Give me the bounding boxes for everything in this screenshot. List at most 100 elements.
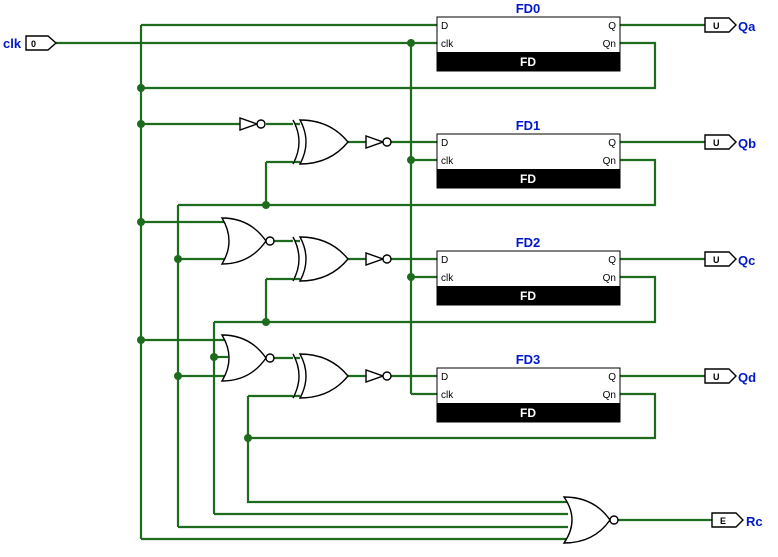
junction-dot: [174, 255, 182, 263]
flipflop-fd1[interactable]: FD FD1 D clk Q Qn: [436, 118, 621, 189]
output-port-shape: [704, 368, 737, 384]
junction-dot: [407, 156, 415, 164]
qa-net-bus: [139, 23, 437, 539]
not-gate-2[interactable]: [365, 135, 392, 149]
nor-gate-body: [220, 334, 267, 382]
output-port-glyph: U: [713, 21, 720, 31]
clk-input-port[interactable]: 0 clk: [3, 35, 58, 51]
not-gate-body: [239, 117, 260, 131]
xor-gate-back-curve: [292, 236, 300, 282]
junction-dot: [137, 218, 145, 226]
not-gate-bubble: [382, 254, 392, 264]
output-port-glyph: U: [713, 255, 720, 265]
nor-gate-1[interactable]: [220, 217, 275, 265]
nor-gate-4input[interactable]: [562, 496, 619, 544]
fd2-pin-q: Q: [608, 255, 616, 266]
nor-gate-body: [220, 217, 267, 265]
not-gate-bubble: [382, 137, 392, 147]
junction-dot: [244, 434, 252, 442]
fd1-pin-clk: clk: [441, 156, 454, 167]
junction-dot: [407, 39, 415, 47]
junction-dot: [137, 336, 145, 344]
nor-gate-bubble: [609, 515, 619, 525]
nor-gate-body: [562, 496, 611, 544]
junction-dot: [174, 372, 182, 380]
output-port-glyph: U: [713, 138, 720, 148]
fd1-name: FD1: [516, 118, 541, 133]
output-port-qc[interactable]: U Qc: [704, 251, 755, 268]
fd2-qn-feedback: [214, 275, 657, 324]
fd3-pin-q: Q: [608, 372, 616, 383]
output-port-qa[interactable]: U Qa: [704, 17, 756, 34]
qd-to-nor4: [246, 438, 568, 504]
fd2-body-label: FD: [520, 289, 536, 303]
flipflop-fd0[interactable]: FD FD0 D clk Q Qn: [436, 1, 621, 72]
clk-branches: [411, 158, 437, 396]
not-gate-bubble: [256, 119, 266, 129]
fd1-body-label: FD: [520, 172, 536, 186]
output-port-shape: [704, 17, 737, 33]
fd2-pin-clk: clk: [441, 273, 454, 284]
not-gate-4[interactable]: [365, 369, 392, 383]
output-port-shape: [711, 512, 744, 528]
xor-gate-body: [298, 353, 349, 399]
fd0-footer: [437, 52, 620, 71]
xor-gate-3[interactable]: [292, 353, 349, 399]
output-port-glyph: U: [713, 372, 720, 382]
not-gate-bubble: [382, 371, 392, 381]
fd3-footer: [437, 403, 620, 422]
fd1-pin-q: Q: [608, 138, 616, 149]
not-gate-body: [365, 252, 386, 266]
fd3-pin-qn: Qn: [603, 390, 616, 401]
flipflop-fd2[interactable]: FD FD2 D clk Q Qn: [436, 235, 621, 306]
junction-dot: [137, 120, 145, 128]
output-port-rc[interactable]: E Rc: [711, 512, 763, 529]
junction-dot: [210, 353, 218, 361]
fd2-pin-d: D: [441, 255, 448, 266]
fd0-pin-d: D: [441, 21, 448, 32]
output-label-qb: Qb: [738, 136, 756, 151]
fd3-pin-clk: clk: [441, 390, 454, 401]
fd0-name: FD0: [516, 1, 541, 16]
fd1-pin-qn: Qn: [603, 156, 616, 167]
fd0-pin-clk: clk: [441, 39, 454, 50]
fd0-body-label: FD: [520, 55, 536, 69]
junction-dot: [262, 318, 270, 326]
output-port-shape: [704, 251, 737, 267]
nor-gate-bubble: [265, 353, 275, 363]
output-port-qb[interactable]: U Qb: [704, 134, 756, 151]
fd3-body-label: FD: [520, 406, 536, 420]
fd3-qn-feedback: [248, 392, 657, 440]
fd1-footer: [437, 169, 620, 188]
fd1-qn-feedback: [178, 158, 657, 207]
not-gate-body: [365, 369, 386, 383]
not-gate-1[interactable]: [239, 117, 266, 131]
xor-gate-back-curve: [292, 353, 300, 399]
junction-dot: [262, 201, 270, 209]
xor-gate-body: [298, 236, 349, 282]
fd3-name: FD3: [516, 352, 541, 367]
output-port-glyph: E: [720, 516, 726, 526]
xor-gate-2[interactable]: [292, 236, 349, 282]
junction-dot: [137, 84, 145, 92]
flipflop-fd3[interactable]: FD FD3 D clk Q Qn: [436, 352, 621, 423]
output-label-rc: Rc: [746, 514, 763, 529]
nor-gate-2[interactable]: [220, 334, 275, 382]
junction-dot: [407, 273, 415, 281]
fd0-pin-q: Q: [608, 21, 616, 32]
fd0-qn-feedback: [141, 41, 657, 90]
output-label-qc: Qc: [738, 253, 755, 268]
xor-gate-back-curve: [292, 119, 300, 165]
output-port-qd[interactable]: U Qd: [704, 368, 756, 385]
not-gate-3[interactable]: [365, 252, 392, 266]
fd2-footer: [437, 286, 620, 305]
fd1-pin-d: D: [441, 138, 448, 149]
fd2-name: FD2: [516, 235, 541, 250]
fd0-pin-qn: Qn: [603, 39, 616, 50]
output-label-qa: Qa: [738, 19, 756, 34]
fd2-pin-qn: Qn: [603, 273, 616, 284]
wires: [56, 23, 712, 541]
xor-gate-1[interactable]: [292, 119, 349, 165]
output-port-shape: [704, 134, 737, 150]
